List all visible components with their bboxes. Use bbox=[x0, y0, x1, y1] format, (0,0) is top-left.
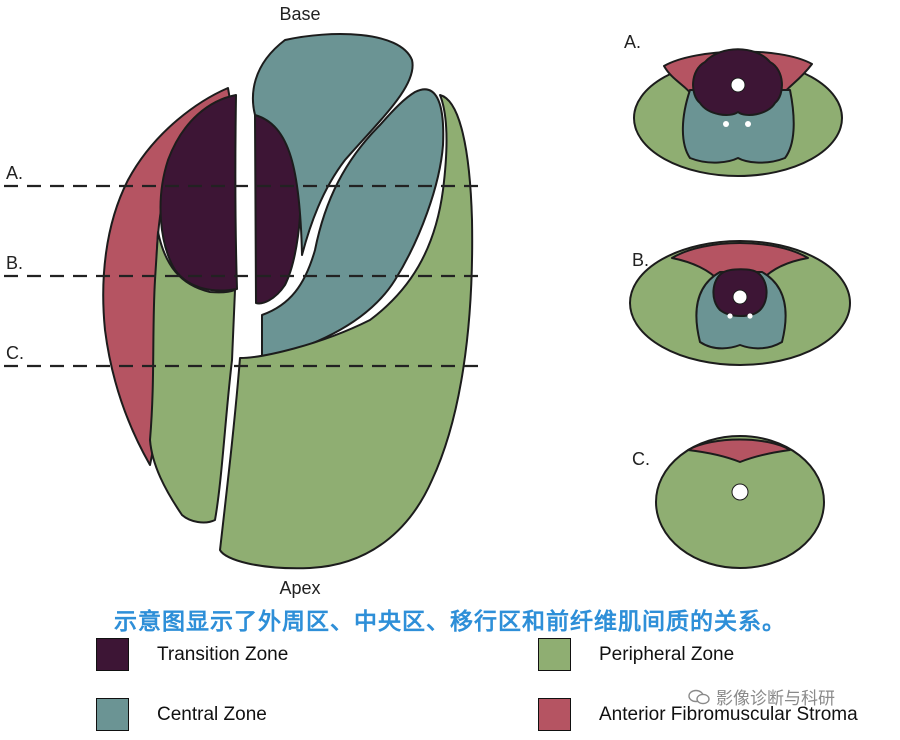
section-c-urethra bbox=[731, 483, 749, 501]
legend-transition-swatch bbox=[96, 638, 129, 671]
section-label-a: A. bbox=[624, 32, 641, 52]
base-label: Base bbox=[279, 4, 320, 24]
legend-transition-label: Transition Zone bbox=[157, 643, 289, 665]
figure-caption: 示意图显示了外周区、中央区、移行区和前纤维肌间质的关系。 bbox=[114, 609, 786, 635]
section-b-urethra bbox=[732, 289, 748, 305]
watermark-text: 影像诊断与科研 bbox=[716, 689, 835, 709]
level-label-c: C. bbox=[6, 343, 24, 363]
section-c-stroma bbox=[687, 438, 791, 463]
legend-central-label: Central Zone bbox=[157, 703, 267, 725]
legend-peripheral-swatch bbox=[538, 638, 571, 671]
apex-label: Apex bbox=[279, 578, 320, 598]
watermark: 影像诊断与科研 bbox=[688, 684, 835, 709]
section-label-b: B. bbox=[632, 250, 649, 270]
section-b-stroma bbox=[671, 242, 809, 283]
sagittal-central-upper bbox=[252, 33, 414, 256]
sagittal-transition-left bbox=[159, 94, 238, 292]
section-b-duct-left bbox=[727, 313, 733, 319]
legend-peripheral: Peripheral Zone bbox=[538, 638, 734, 671]
section-a-duct-right bbox=[745, 121, 751, 127]
section-c-outer bbox=[655, 435, 825, 569]
legend-stroma-label: Anterior Fibromuscular Stroma bbox=[599, 703, 858, 725]
legend-stroma-swatch bbox=[538, 698, 571, 731]
section-label-c: C. bbox=[632, 449, 650, 469]
legend-transition: Transition Zone bbox=[96, 638, 288, 671]
sagittal-peripheral-posterior bbox=[219, 94, 474, 570]
section-a-urethra bbox=[730, 77, 746, 93]
section-a-duct-left bbox=[723, 121, 729, 127]
legend-peripheral-label: Peripheral Zone bbox=[599, 643, 735, 665]
legend-central-swatch bbox=[96, 698, 129, 731]
legend-central: Central Zone bbox=[96, 698, 267, 731]
level-label-a: A. bbox=[6, 163, 23, 183]
wechat-icon bbox=[688, 689, 710, 704]
section-b-duct-right bbox=[747, 313, 753, 319]
sagittal-peripheral-anterior bbox=[149, 231, 236, 524]
level-label-b: B. bbox=[6, 253, 23, 273]
legend-stroma: Anterior Fibromuscular Stroma bbox=[538, 698, 858, 731]
